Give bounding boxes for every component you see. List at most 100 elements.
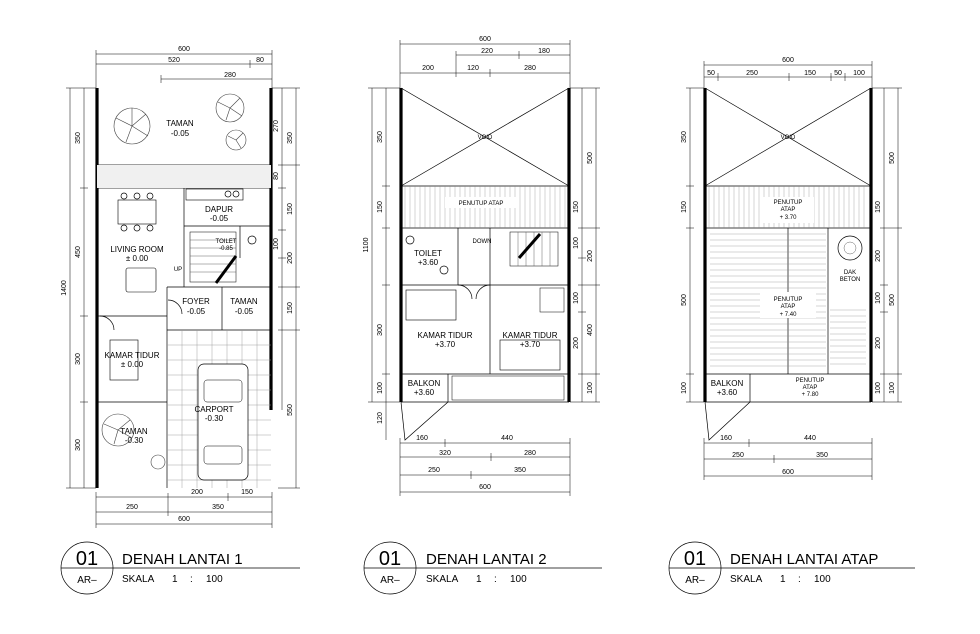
plan2-dim-b160: 160 — [416, 435, 428, 442]
plan3-dim-b350: 350 — [816, 452, 828, 459]
plan2-down-label: DOWN — [473, 239, 492, 245]
title2-scale-b: 100 — [510, 574, 527, 585]
plan2-roof-hatch — [404, 186, 566, 228]
title2-scale-label: SKALA — [426, 574, 459, 585]
plan1-dapur-label: DAPUR — [205, 205, 233, 214]
plan3-penutup1-label: PENUTUP — [774, 200, 803, 206]
plan1-dim-350: 350 — [75, 132, 82, 144]
plan2-dims-bottom: 160 440 320 280 250 350 600 — [399, 435, 571, 496]
title1-scale-sep: : — [190, 574, 193, 585]
plan3-penutup3-level: + 7.80 — [802, 392, 820, 398]
plan1-taman-top-label: TAMAN — [166, 119, 194, 128]
plan3-dim-r100: 100 — [875, 292, 882, 304]
plan1-dapur-level: -0.05 — [210, 214, 229, 223]
plan2-dims-top: 600 220 180 200 120 280 — [399, 36, 571, 88]
plan3-dims-left: 350 150 500 100 — [681, 87, 704, 403]
plan3-dim-600: 600 — [782, 57, 794, 64]
plan2-dim-r150: 150 — [573, 201, 580, 213]
title-block-lantai-2: 01 AR– DENAH LANTAI 2 SKALA 1 : 100 — [363, 541, 602, 595]
plan1-dim-300b: 300 — [75, 439, 82, 451]
plan3-dim-r200: 200 — [875, 250, 882, 262]
title1-number: 01 — [76, 548, 98, 570]
plan2-dim-l350: 350 — [377, 131, 384, 143]
plan1-dim-r550: 550 — [287, 404, 294, 416]
plan2-penutup-label: PENUTUP ATAP — [459, 201, 504, 207]
plan2-dim-b600: 600 — [479, 484, 491, 491]
plan3-dims-right: 500 150 200 500 100 200 100 100 — [872, 87, 902, 403]
plan1-carport-label: CARPORT — [195, 405, 234, 414]
plan1-dim-b150: 150 — [241, 489, 253, 496]
plan1-dim-280: 280 — [224, 72, 236, 79]
plan3-dak-label: DAK — [844, 270, 856, 276]
plan3-dim-l150: 150 — [681, 201, 688, 213]
plan3-dims-bottom: 160 440 250 350 600 — [703, 435, 873, 480]
plan1-dim-r150b: 150 — [287, 302, 294, 314]
plan2-toilet-label: TOILET — [414, 249, 442, 258]
plan2-dim-220: 220 — [481, 48, 493, 55]
plan1-foyer-level: -0.05 — [187, 307, 206, 316]
plan2-dim-r100: 100 — [573, 237, 580, 249]
plan1-carport-paving — [167, 330, 271, 488]
plan2-dims-right: 500 150 100 200 100 400 200 100 — [570, 87, 600, 403]
plan1-taman-bot-label: TAMAN — [120, 427, 148, 436]
plan2-dim-600: 600 — [479, 36, 491, 43]
plan3-dim-l100: 100 — [681, 382, 688, 394]
plan3-walls — [703, 87, 873, 441]
plan1-dim-b250: 250 — [126, 504, 138, 511]
plan3-penutup2-atap: ATAP — [781, 304, 796, 310]
plan1-taman-mid-label: TAMAN — [230, 297, 258, 306]
plan1-taman-mid-level: -0.05 — [235, 307, 254, 316]
plan2-dim-l300: 300 — [377, 324, 384, 336]
title3-code: AR– — [685, 575, 705, 586]
plan1-dim-b350: 350 — [212, 504, 224, 511]
plan2-dim-b250: 250 — [428, 467, 440, 474]
plan3-penutup1-atap: ATAP — [781, 207, 796, 213]
title-block-lantai-1: 01 AR– DENAH LANTAI 1 SKALA 1 : 100 — [60, 541, 300, 595]
plan1-dim-80: 80 — [256, 57, 264, 64]
plan2-dim-l100: 100 — [377, 382, 384, 394]
plan3-water-tank — [837, 235, 863, 261]
plan1-dims-right: 350 270 80 150 100 200 150 550 — [272, 87, 300, 489]
plan3-dim-r150: 150 — [875, 201, 882, 213]
plan3-balkon-label: BALKON — [711, 379, 744, 388]
plan3-dim-b160: 160 — [720, 435, 732, 442]
title2-scale-a: 1 — [476, 574, 482, 585]
plan1-stairs — [189, 231, 238, 284]
plan1-toilet-level: -0.85 — [219, 246, 233, 252]
plan3-penutup3-atap: ATAP — [803, 385, 818, 391]
plan1-carport-level: -0.30 — [205, 414, 224, 423]
plan2-dims-left: 1100 350 150 300 100 120 — [363, 87, 400, 440]
title3-name: DENAH LANTAI ATAP — [730, 551, 878, 568]
plan1-dim-r270: 270 — [273, 120, 280, 132]
title2-name: DENAH LANTAI 2 — [426, 551, 547, 568]
title-block-lantai-atap: 01 AR– DENAH LANTAI ATAP SKALA 1 : 100 — [668, 541, 915, 595]
plan3-dim-r100b: 100 — [875, 382, 882, 394]
plan3-dim-l350: 350 — [681, 131, 688, 143]
plan2-dim-120: 120 — [467, 65, 479, 72]
plan1-dims-bottom: 200 150 250 350 600 — [95, 489, 273, 528]
plan2-dim-200: 200 — [422, 65, 434, 72]
plan3-dim-150: 150 — [804, 70, 816, 77]
plan3-dim-r100c: 100 — [889, 382, 896, 394]
title3-scale-label: SKALA — [730, 574, 763, 585]
plan3-dim-250: 250 — [746, 70, 758, 77]
plan1-foyer-label: FOYER — [182, 297, 210, 306]
title2-code: AR– — [380, 575, 400, 586]
plan2-furniture — [405, 235, 565, 401]
plan1-up-label: UP — [174, 267, 182, 273]
plan3-dims-top: 600 50 250 150 50 100 — [703, 57, 873, 88]
plan2-kamar2-label: KAMAR TIDUR — [503, 331, 558, 340]
plan1-dim-600: 600 — [178, 46, 190, 53]
title3-scale-b: 100 — [814, 574, 831, 585]
plan3-penutup3-label: PENUTUP — [796, 378, 825, 384]
title2-scale-sep: : — [494, 574, 497, 585]
plan3-penutup2-level: + 7.40 — [780, 312, 798, 318]
plan1-dim-r100: 100 — [273, 238, 280, 250]
title3-scale-sep: : — [798, 574, 801, 585]
plan3-dim-b600: 600 — [782, 469, 794, 476]
plan2-toilet-level: +3.60 — [418, 258, 439, 267]
plan1-furniture — [99, 188, 257, 381]
plan3-dim-100: 100 — [853, 70, 865, 77]
plan2-dim-b320: 320 — [439, 450, 451, 457]
